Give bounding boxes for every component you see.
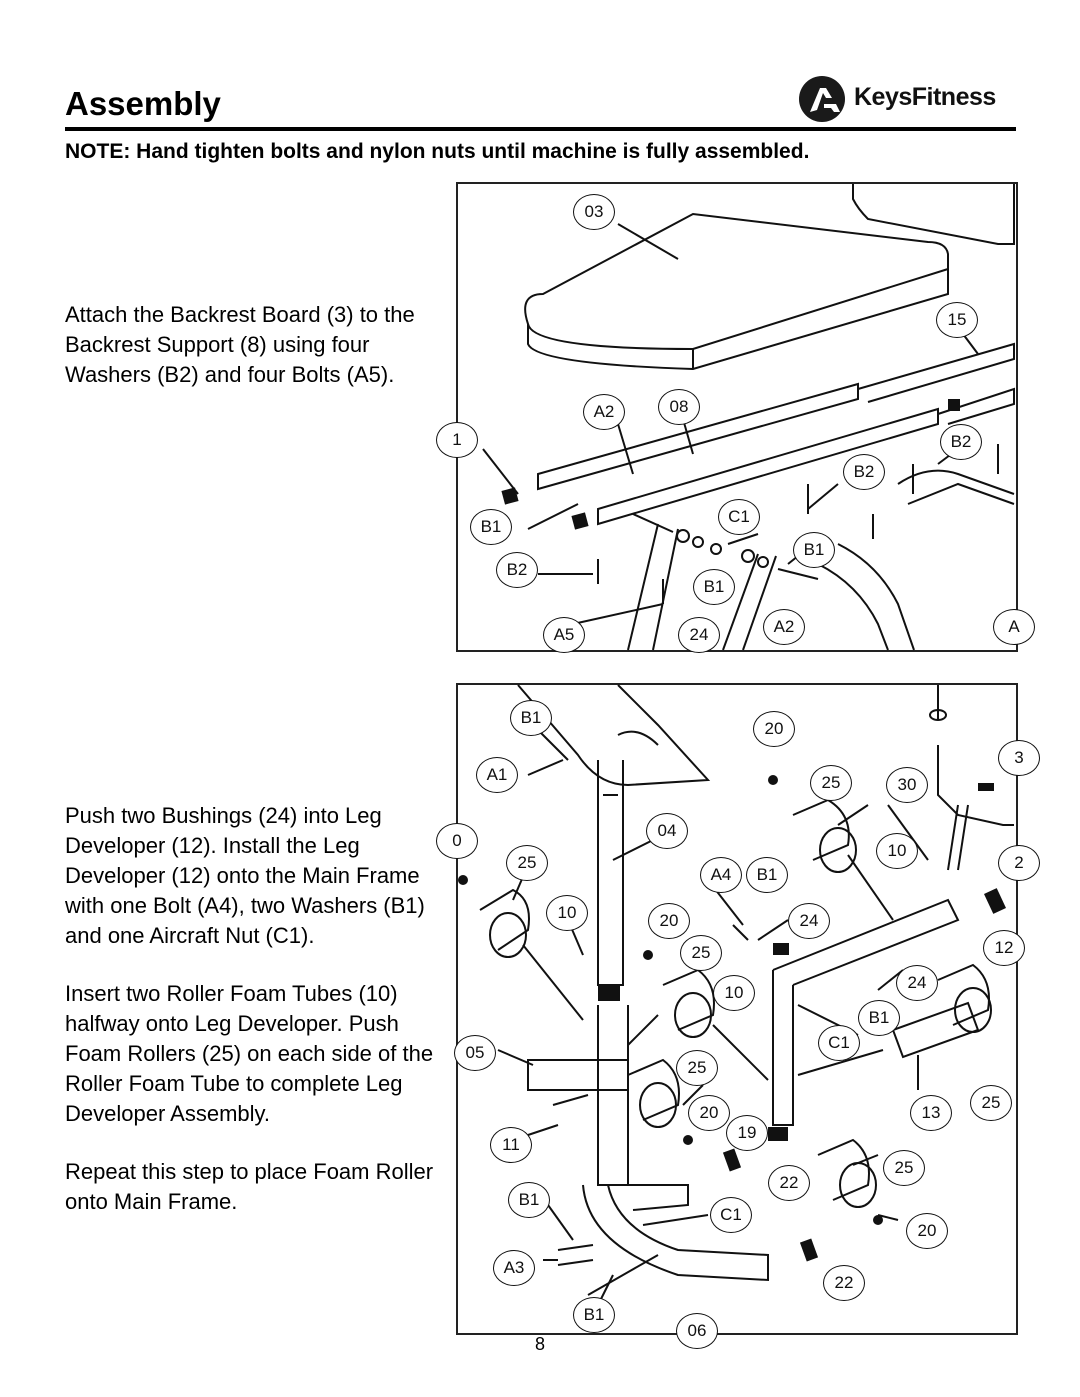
- figure-label: A3: [493, 1250, 535, 1286]
- figure-label: 20: [753, 711, 795, 747]
- page-title: Assembly: [65, 85, 221, 122]
- figure-label: B1: [470, 509, 512, 545]
- figure-label: A: [993, 609, 1035, 645]
- header-divider: [65, 127, 1016, 131]
- step-2-paragraph: Insert two Roller Foam Tubes (10) halfwa…: [65, 981, 434, 1126]
- figure-label: 24: [788, 903, 830, 939]
- figure-label: A2: [763, 609, 805, 645]
- brand-logo: KeysFitness: [796, 74, 1026, 124]
- figure-label: 25: [676, 1050, 718, 1086]
- figure-label: B2: [940, 424, 982, 460]
- figure-label: 24: [896, 965, 938, 1001]
- figure-label: A4: [700, 857, 742, 893]
- figure-label: C1: [710, 1197, 752, 1233]
- step-2-diagram: B1 20 A1 25 30 3 04 0 10 25 A4 B1 2 10 2…: [436, 683, 1040, 1349]
- figure-label: B1: [746, 857, 788, 893]
- figure-label: C1: [718, 499, 760, 535]
- figure-label: 10: [713, 975, 755, 1011]
- figure-label: B1: [573, 1297, 615, 1333]
- step-2-paragraph: Repeat this step to place Foam Roller on…: [65, 1159, 434, 1214]
- step-2-paragraph: Push two Bushings (24) into Leg Develope…: [65, 803, 425, 948]
- figure-label: 12: [983, 930, 1025, 966]
- figure-label: 25: [883, 1150, 925, 1186]
- figure-label: 2: [998, 845, 1040, 881]
- figure-label: 10: [546, 895, 588, 931]
- figure-label: B1: [693, 569, 735, 605]
- figure-label: 05: [454, 1035, 496, 1071]
- figure-label: 15: [936, 302, 978, 338]
- backrest-exploded-drawing: [482, 184, 1015, 651]
- figure-label: 1: [436, 422, 478, 458]
- step-1-instructions: Attach the Backrest Board (3) to the Bac…: [65, 302, 415, 387]
- step-1-diagram: 03 15 A2 08 1 B2 B2 B1 C1 B1 B2 B1 A5 24…: [436, 182, 1035, 653]
- figure-label: 20: [906, 1213, 948, 1249]
- figure-label: B1: [510, 700, 552, 736]
- figure-label: 0: [436, 823, 478, 859]
- figure-label: B1: [508, 1182, 550, 1218]
- figure-label: 24: [678, 617, 720, 653]
- figure-label: 3: [998, 740, 1040, 776]
- figure-label: 30: [886, 767, 928, 803]
- figure-label: 20: [648, 903, 690, 939]
- figure-label: 13: [910, 1095, 952, 1131]
- figure-label: 25: [680, 935, 722, 971]
- figure-label: 20: [688, 1095, 730, 1131]
- figure-label: B2: [843, 454, 885, 490]
- figure-label: 10: [876, 833, 918, 869]
- figure-label: 25: [810, 765, 852, 801]
- figure-label: 03: [573, 194, 615, 230]
- figure-label: 19: [726, 1115, 768, 1151]
- figure-label: 25: [970, 1085, 1012, 1121]
- figure-label: A1: [476, 757, 518, 793]
- figure-label: 08: [658, 389, 700, 425]
- brand-logo-text: KeysFitness: [854, 83, 996, 111]
- figure-label: B1: [858, 1000, 900, 1036]
- figure-label: 25: [506, 845, 548, 881]
- figure-label: 04: [646, 813, 688, 849]
- keys-fitness-runner-logo-icon: [799, 76, 845, 122]
- figure-label: B2: [496, 552, 538, 588]
- figure-label: 11: [490, 1127, 532, 1163]
- figure-label: B1: [793, 532, 835, 568]
- figure-label: C1: [818, 1025, 860, 1061]
- figure-label: A2: [583, 394, 625, 430]
- leg-developer-exploded-drawing: [458, 684, 1014, 1306]
- page-number: 8: [534, 1334, 545, 1354]
- figure-label: 22: [823, 1265, 865, 1301]
- assembly-note: NOTE: Hand tighten bolts and nylon nuts …: [65, 140, 810, 163]
- figure-label: A5: [543, 617, 585, 653]
- figure-label: 22: [768, 1165, 810, 1201]
- figure-label: 06: [676, 1313, 718, 1349]
